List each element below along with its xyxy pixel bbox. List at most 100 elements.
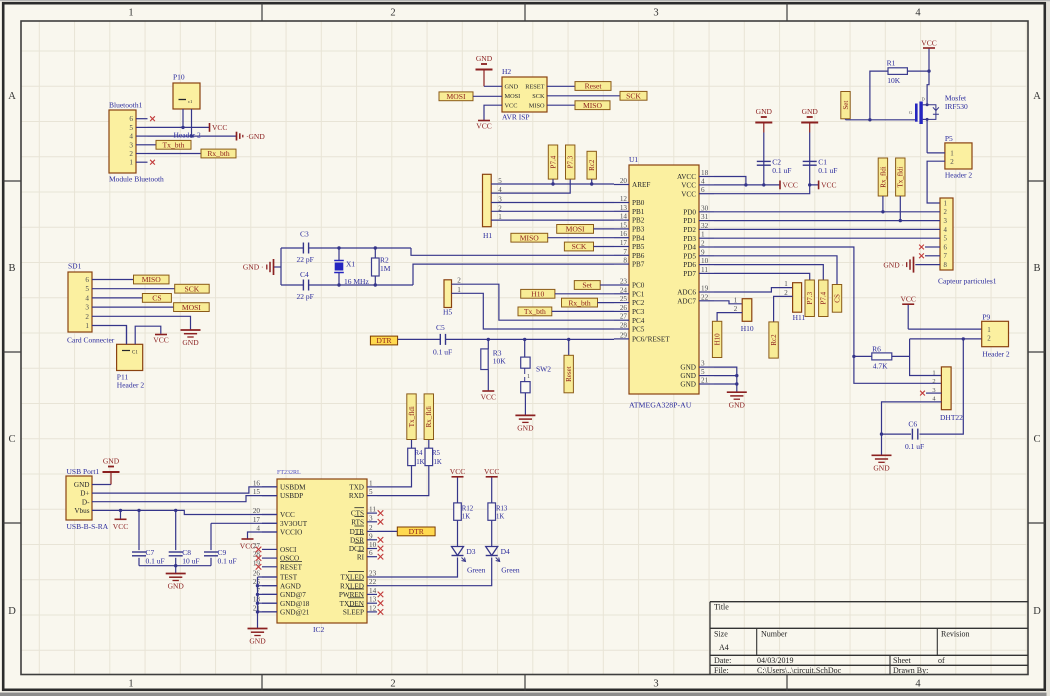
svg-text:DTR: DTR [376, 336, 392, 345]
svg-text:VCCIO: VCCIO [280, 529, 302, 537]
svg-text:18: 18 [701, 169, 709, 177]
svg-text:C1: C1 [818, 157, 827, 166]
svg-text:U1: U1 [629, 155, 638, 164]
svg-text:GND: GND [476, 54, 493, 63]
svg-text:6: 6 [85, 276, 89, 284]
svg-text:SW2: SW2 [536, 365, 551, 374]
svg-text:of: of [938, 656, 945, 665]
svg-text:DSR: DSR [350, 536, 364, 544]
svg-text:VCC: VCC [280, 511, 295, 519]
svg-text:RESET: RESET [525, 84, 544, 91]
svg-text:10 uF: 10 uF [182, 556, 199, 565]
svg-text:PB4: PB4 [632, 234, 645, 242]
svg-text:DTR: DTR [409, 527, 425, 536]
svg-text:P9: P9 [982, 313, 990, 322]
svg-text:PC1: PC1 [632, 290, 645, 298]
svg-text:4.7K: 4.7K [873, 362, 888, 371]
svg-text:1: 1 [784, 280, 788, 288]
svg-text:SCK: SCK [532, 93, 545, 100]
svg-text:C: C [8, 434, 15, 445]
svg-text:2: 2 [987, 334, 991, 342]
svg-text:16 MHz: 16 MHz [344, 277, 369, 286]
svg-text:VCC: VCC [505, 103, 518, 110]
svg-text:PD7: PD7 [683, 270, 696, 278]
svg-text:MOSI: MOSI [447, 92, 466, 101]
svg-text:GND@21: GND@21 [280, 609, 310, 617]
svg-text:1: 1 [128, 679, 133, 690]
svg-text:32: 32 [701, 222, 709, 230]
svg-text:C4: C4 [300, 270, 309, 279]
svg-text:IRF530: IRF530 [945, 102, 968, 111]
svg-text:10K: 10K [493, 357, 507, 366]
svg-text:R4: R4 [415, 450, 424, 457]
svg-text:C:\Users\..\circuit.SchDoc: C:\Users\..\circuit.SchDoc [757, 666, 842, 675]
svg-text:PC2: PC2 [632, 299, 645, 307]
svg-text:VCC: VCC [212, 123, 227, 132]
svg-text:4: 4 [915, 679, 921, 690]
svg-text:PD2: PD2 [683, 226, 696, 234]
svg-text:P7.3: P7.3 [806, 291, 814, 304]
svg-text:H11: H11 [793, 313, 806, 322]
svg-text:12: 12 [620, 195, 628, 203]
svg-text:CTS: CTS [351, 510, 364, 518]
svg-text:2: 2 [701, 240, 705, 248]
svg-text:27: 27 [620, 313, 628, 321]
svg-text:D: D [1033, 606, 1041, 617]
svg-text:Tx_fldi: Tx_fldi [897, 166, 905, 187]
svg-text:PC4: PC4 [632, 317, 645, 325]
svg-text:1: 1 [457, 286, 461, 294]
svg-text:PC6/'RESET: PC6/'RESET [632, 336, 670, 344]
svg-text:VCC: VCC [821, 181, 836, 190]
svg-text:Module Bluetooth: Module Bluetooth [109, 175, 164, 184]
svg-text:c1: c1 [188, 99, 193, 104]
svg-text:PC0: PC0 [632, 282, 645, 290]
svg-text:H10: H10 [741, 324, 754, 333]
svg-text:6: 6 [944, 244, 948, 251]
svg-text:PC3: PC3 [632, 308, 645, 316]
svg-text:0.1 uF: 0.1 uF [433, 348, 452, 357]
svg-text:3: 3 [369, 514, 373, 522]
svg-text:2: 2 [944, 209, 948, 216]
svg-text:GND: GND [873, 464, 890, 473]
svg-text:PD0: PD0 [683, 208, 696, 216]
svg-text:VCC: VCC [681, 190, 696, 198]
svg-text:31: 31 [701, 213, 709, 221]
svg-text:21: 21 [701, 377, 709, 385]
svg-text:GND: GND [756, 107, 773, 116]
svg-text:OSCO: OSCO [280, 555, 299, 563]
svg-text:MISO: MISO [529, 103, 545, 110]
svg-text:2: 2 [85, 313, 89, 321]
svg-text:VCC: VCC [484, 467, 499, 476]
svg-text:22: 22 [701, 293, 709, 301]
svg-text:PC5: PC5 [632, 326, 645, 334]
svg-text:DCD: DCD [349, 545, 364, 553]
svg-text:25: 25 [620, 295, 628, 303]
svg-text:GND: GND [729, 400, 746, 409]
svg-text:Capteur particules1: Capteur particules1 [938, 277, 997, 286]
svg-text:1M: 1M [380, 264, 391, 273]
svg-text:Number: Number [761, 630, 788, 639]
svg-text:R12: R12 [462, 505, 474, 512]
svg-text:C8: C8 [182, 548, 191, 557]
svg-text:20: 20 [253, 507, 261, 515]
svg-text:19: 19 [701, 285, 709, 293]
svg-text:3: 3 [944, 218, 948, 225]
svg-text:R13: R13 [496, 505, 508, 512]
svg-text:R1: R1 [887, 59, 896, 68]
svg-text:SCK: SCK [626, 92, 641, 101]
svg-text:P7.3: P7.3 [567, 155, 575, 168]
svg-text:P7.4: P7.4 [549, 155, 557, 168]
svg-text:3: 3 [932, 387, 935, 394]
svg-text:VCC: VCC [481, 393, 496, 402]
svg-text:PB3: PB3 [632, 226, 645, 234]
svg-text:7: 7 [256, 587, 260, 595]
svg-text:2: 2 [734, 305, 738, 313]
svg-text:X1: X1 [346, 260, 355, 269]
svg-text:H2: H2 [502, 67, 511, 76]
svg-text:16: 16 [620, 230, 628, 238]
svg-text:VCC: VCC [153, 336, 168, 345]
svg-text:3: 3 [701, 360, 705, 368]
svg-text:DHT22: DHT22 [940, 413, 963, 422]
svg-text:3: 3 [498, 196, 502, 204]
svg-text:Tx_bth: Tx_bth [524, 307, 546, 316]
